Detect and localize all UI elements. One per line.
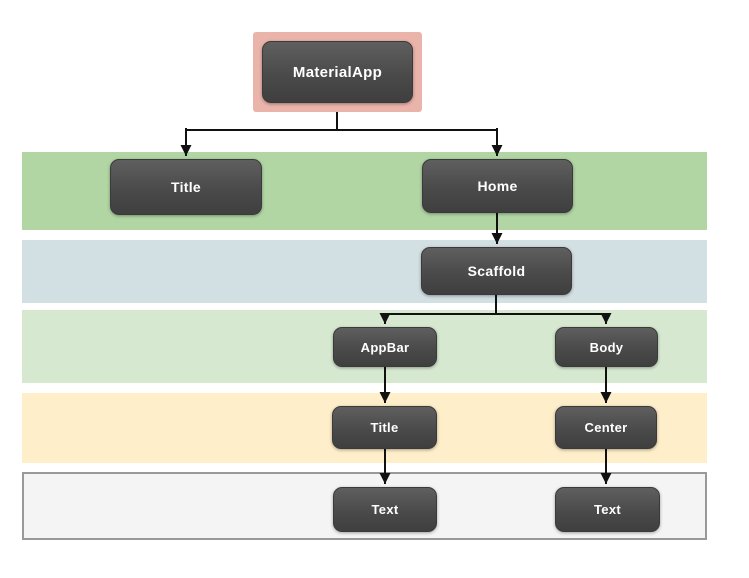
- node-appbar-label: AppBar: [360, 339, 410, 355]
- node-appbar-title-label: Title: [370, 420, 399, 435]
- node-appbar: AppBar: [333, 327, 437, 367]
- node-body-text: Text: [555, 487, 660, 532]
- node-body-label: Body: [589, 339, 624, 355]
- node-center: Center: [555, 406, 657, 449]
- node-body-text-label: Text: [594, 502, 621, 517]
- node-appbar-title: Title: [332, 406, 437, 449]
- node-scaffold: Scaffold: [421, 247, 572, 295]
- node-scaffold-label: Scaffold: [467, 263, 526, 279]
- node-home-label: Home: [477, 178, 518, 194]
- level-band-2: [22, 240, 707, 303]
- node-title-label: Title: [170, 179, 202, 195]
- node-materialapp: MaterialApp: [262, 41, 413, 103]
- node-title: Title: [110, 159, 262, 215]
- node-materialapp-label: MaterialApp: [292, 63, 383, 81]
- root-highlight: MaterialApp: [253, 32, 422, 112]
- node-appbar-text-label: Text: [371, 502, 399, 517]
- node-home: Home: [422, 159, 573, 213]
- node-center-label: Center: [584, 420, 628, 435]
- node-body: Body: [555, 327, 658, 367]
- node-appbar-text: Text: [333, 487, 437, 532]
